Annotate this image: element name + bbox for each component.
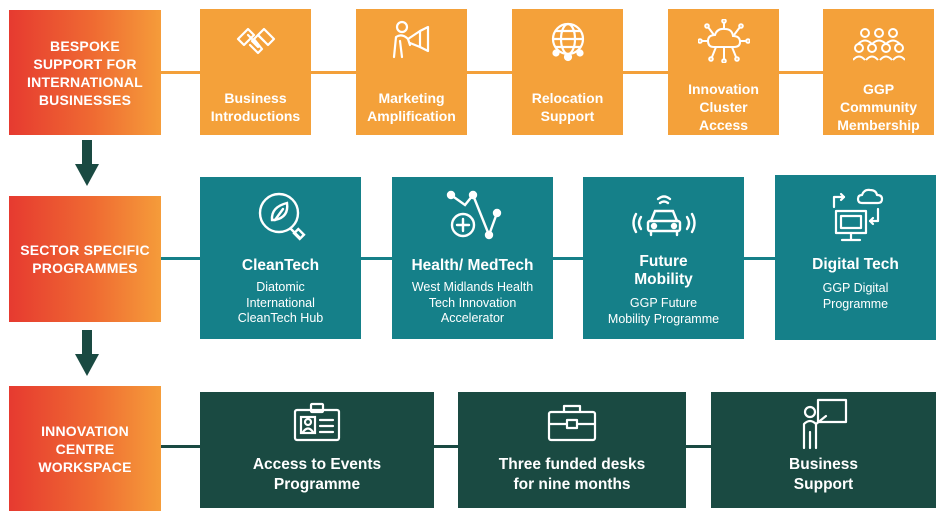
down-arrow-icon: [75, 330, 99, 376]
digital-tech-card: Digital Tech GGP Digital Programme: [775, 175, 936, 340]
card-title: Marketing Amplification: [367, 90, 456, 124]
card-title: Digital Tech: [812, 256, 899, 273]
card-title: Future Mobility: [634, 253, 693, 288]
card-title: Business Support: [789, 456, 858, 493]
card-title: Innovation Cluster Access: [688, 81, 759, 133]
marketing-amplification-card: Marketing Amplification: [356, 9, 467, 135]
health-chart-icon: [443, 183, 503, 245]
globe-network-icon: [545, 19, 591, 65]
future-mobility-card: Future Mobility GGP Future Mobility Prog…: [583, 177, 744, 339]
innovation-cluster-access-card: Innovation Cluster Access: [668, 9, 779, 135]
handshake-icon: [234, 23, 278, 63]
relocation-support-card: Relocation Support: [512, 9, 623, 135]
community-icon: [852, 27, 905, 61]
card-subtitle: GGP Future Mobility Programme: [607, 296, 720, 326]
card-subtitle: West Midlands Health Tech Innovation Acc…: [411, 280, 534, 325]
cloud-network-icon: [697, 19, 750, 63]
funded-desks-card: Three funded desks for nine months: [458, 392, 686, 508]
card-title: GGP Community Membership: [837, 81, 920, 133]
computer-cloud-icon: [828, 185, 884, 245]
leaf-plug-icon: [255, 189, 307, 241]
connected-car-icon: [631, 191, 697, 237]
ggp-community-membership-card: GGP Community Membership: [823, 9, 934, 135]
briefcase-icon: [547, 404, 597, 442]
health-medtech-card: Health/ MedTech West Midlands Health Tec…: [392, 177, 553, 339]
card-title: Business Introductions: [210, 90, 301, 124]
row-label-innovation-workspace: INNOVATION CENTRE WORKSPACE: [9, 386, 161, 511]
row-label-sector-programmes: SECTOR SPECIFIC PROGRAMMES: [9, 196, 161, 322]
business-introductions-card: Business Introductions: [200, 9, 311, 135]
down-arrow-icon: [75, 140, 99, 186]
card-title: Three funded desks for nine months: [498, 456, 646, 493]
presenter-board-icon: [800, 398, 848, 450]
card-title: CleanTech: [241, 257, 320, 274]
card-title: Relocation Support: [531, 90, 604, 124]
card-subtitle: GGP Digital Programme: [822, 281, 889, 311]
card-title: Access to Events Programme: [252, 456, 382, 493]
megaphone-person-icon: [390, 17, 434, 65]
card-subtitle: Diatomic International CleanTech Hub: [237, 280, 324, 325]
business-support-card: Business Support: [711, 392, 936, 508]
cleantech-card: CleanTech Diatomic International CleanTe…: [200, 177, 361, 339]
id-badge-icon: [293, 402, 341, 442]
card-title: Health/ MedTech: [411, 257, 534, 274]
row-label-bespoke-support: BESPOKE SUPPORT FOR INTERNATIONAL BUSINE…: [9, 10, 161, 135]
access-to-events-card: Access to Events Programme: [200, 392, 434, 508]
